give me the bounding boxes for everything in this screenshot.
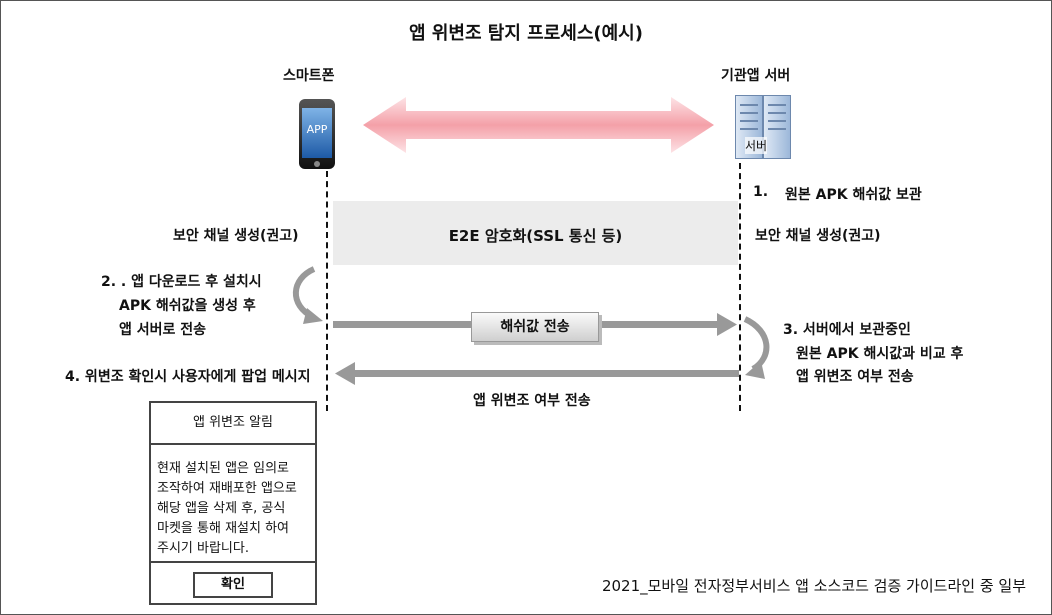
server-icon: 서버 bbox=[733, 95, 795, 159]
popup-footer: 확인 bbox=[151, 561, 315, 605]
step3-line1: 3. 서버에서 보관중인 bbox=[783, 322, 911, 338]
step2-line2: APK 해쉬값을 생성 후 bbox=[119, 298, 256, 314]
step1-number: 1. bbox=[753, 184, 769, 200]
step2-line1: 2. . 앱 다운로드 후 설치시 bbox=[101, 274, 262, 290]
popup-title: 앱 위변조 알림 bbox=[151, 403, 315, 445]
e2e-label: E2E 암호화(SSL 통신 등) bbox=[448, 227, 623, 245]
smartphone-lifeline bbox=[326, 171, 328, 411]
step2-line3: 앱 서버로 전송 bbox=[119, 322, 207, 338]
diagram-title: 앱 위변조 탐지 프로세스(예시) bbox=[409, 23, 643, 44]
popup-confirm-button[interactable]: 확인 bbox=[193, 572, 273, 598]
server-label: 기관앱 서버 bbox=[721, 68, 791, 84]
step3-line2: 원본 APK 해시값과 비교 후 bbox=[796, 346, 964, 362]
secure-channel-left: 보안 채널 생성(권고) bbox=[173, 228, 299, 244]
step1-label: 원본 APK 해쉬값 보관 bbox=[785, 187, 922, 203]
server-lifeline bbox=[739, 163, 741, 411]
e2e-band bbox=[333, 201, 738, 265]
app-icon-label: APP bbox=[306, 123, 328, 136]
source-caption: 2021_모바일 전자정부서비스 앱 소스코드 검증 가이드라인 중 일부 bbox=[601, 577, 1026, 595]
secure-channel-right: 보안 채널 생성(권고) bbox=[755, 228, 881, 244]
result-transfer-label: 앱 위변조 여부 전송 bbox=[473, 393, 591, 409]
smartphone-label: 스마트폰 bbox=[283, 68, 335, 84]
hash-transfer-label: 해쉬값 전송 bbox=[471, 312, 599, 342]
step4-label: 4. 위변조 확인시 사용자에게 팝업 메시지 bbox=[65, 369, 311, 385]
smartphone-icon: APP bbox=[299, 99, 335, 169]
step3-line3: 앱 위변조 여부 전송 bbox=[796, 369, 914, 385]
result-arrow bbox=[335, 362, 739, 385]
tamper-alert-popup: 앱 위변조 알림 현재 설치된 앱은 임의로 조작하여 재배포한 앱으로 해당 … bbox=[149, 401, 317, 605]
step3-curve-arrow bbox=[743, 316, 770, 379]
popup-message: 현재 설치된 앱은 임의로 조작하여 재배포한 앱으로 해당 앱을 삭제 후, … bbox=[157, 461, 297, 556]
step2-curve-arrow bbox=[292, 266, 323, 324]
server-icon-label: 서버 bbox=[745, 137, 768, 154]
double-arrow bbox=[363, 97, 714, 153]
